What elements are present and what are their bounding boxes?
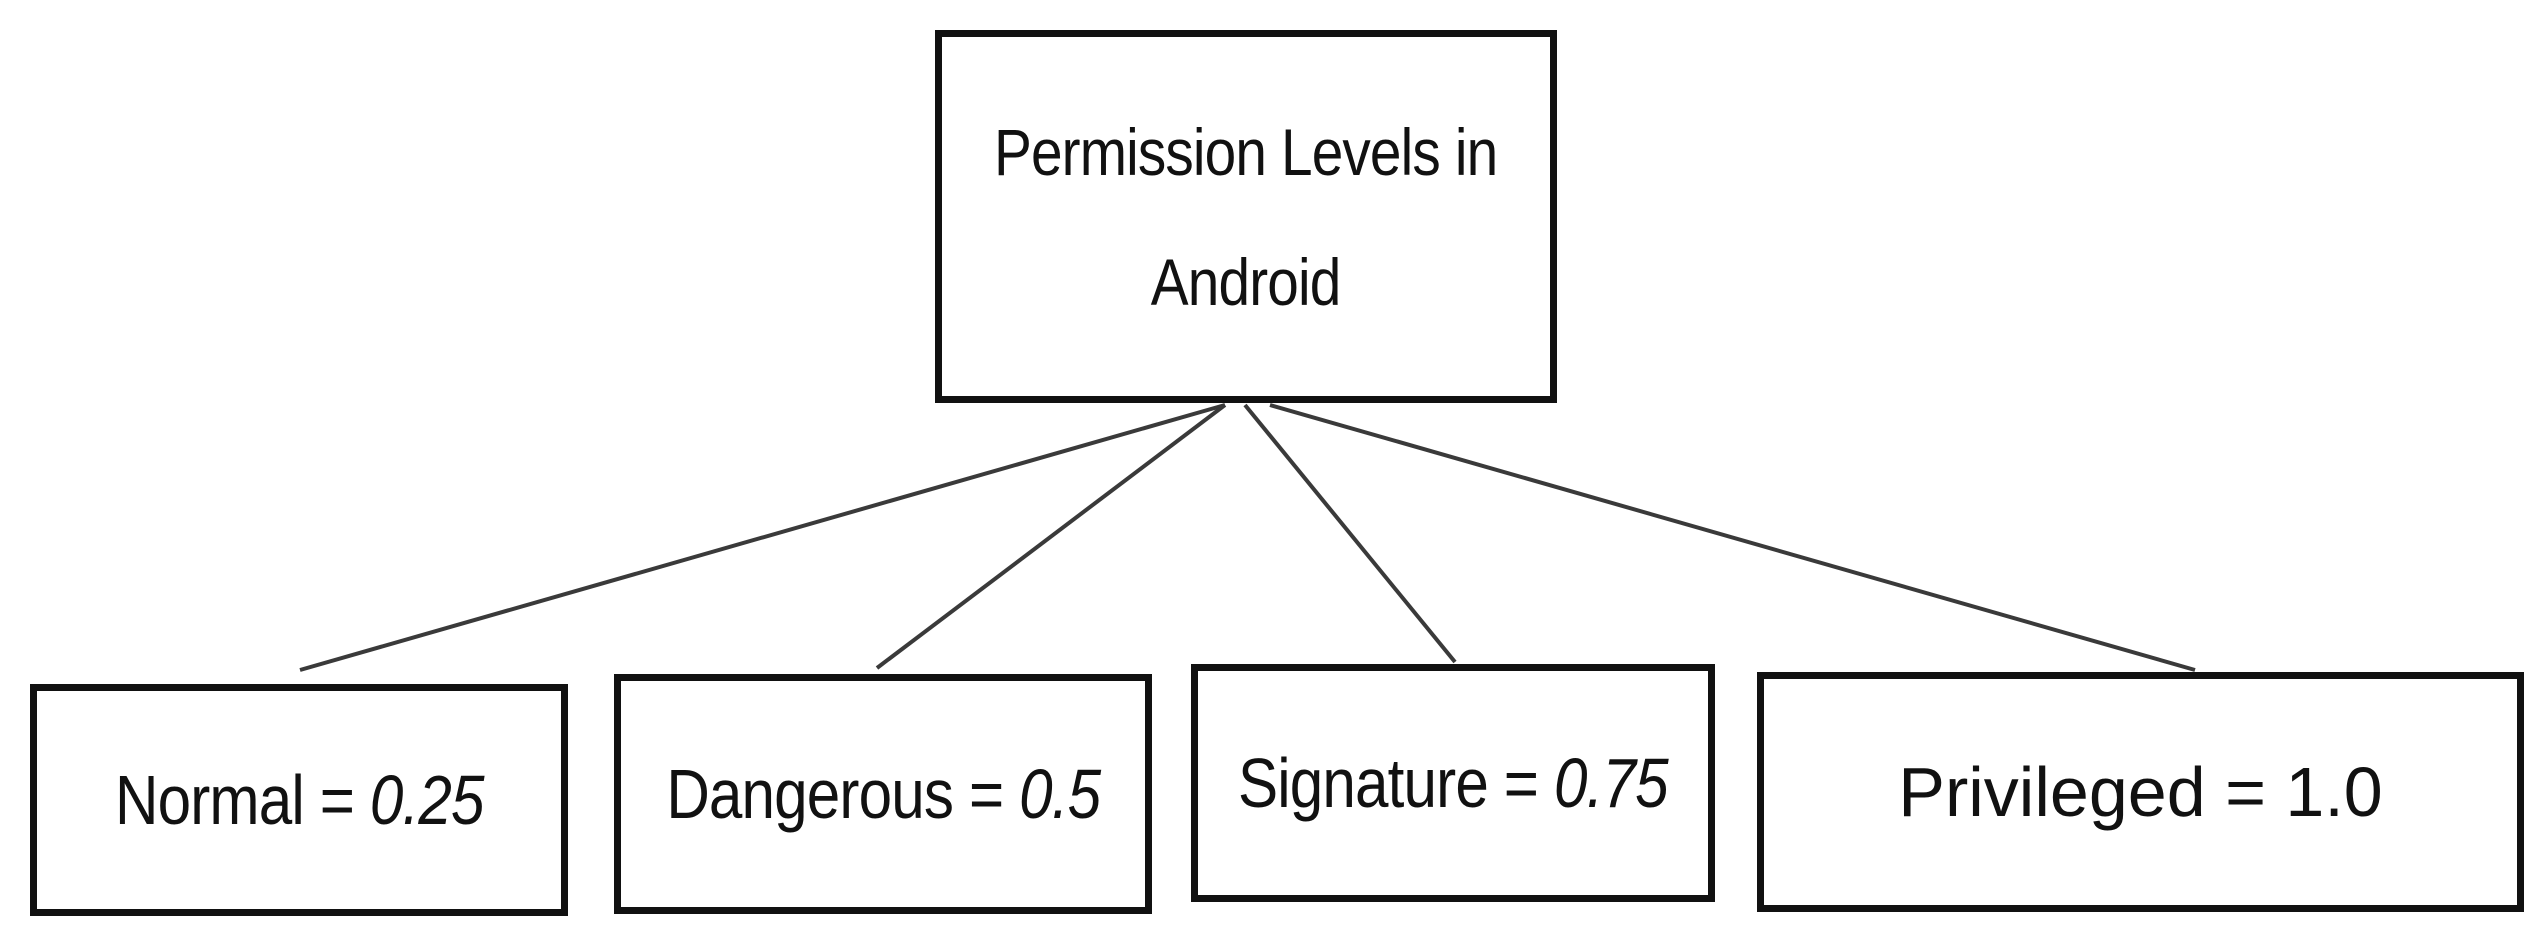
child-label-privileged: Privileged [1898,753,2206,831]
child-value-signature: 0.75 [1554,744,1669,822]
root-label-line1: Permission Levels in [994,114,1498,189]
child-value-privileged: 1.0 [2285,753,2383,831]
child-value-normal: 0.25 [369,761,485,839]
child-equals-normal: = [303,761,370,839]
root-node: Permission Levels in Android [935,30,1557,403]
child-equals-privileged: = [2205,753,2286,831]
connector-dangerous [875,403,1227,670]
connector-signature [1243,403,1457,664]
connector-normal [299,403,1226,672]
root-label: Permission Levels in Android [994,87,1498,347]
connector-privileged [1269,403,2196,672]
child-value-dangerous: 0.5 [1018,755,1101,833]
child-label-signature: Signature [1238,744,1489,822]
child-equals-signature: = [1488,744,1555,822]
child-label-dangerous: Dangerous [666,755,954,833]
root-label-line2: Android [1151,244,1341,319]
child-equals-dangerous: = [952,755,1019,833]
child-node-dangerous: Dangerous = 0.5 [614,674,1152,914]
child-node-privileged: Privileged = 1.0 [1757,672,2524,912]
child-node-signature: Signature = 0.75 [1191,664,1715,902]
child-node-normal: Normal = 0.25 [30,684,568,916]
child-label-normal: Normal [114,761,305,839]
